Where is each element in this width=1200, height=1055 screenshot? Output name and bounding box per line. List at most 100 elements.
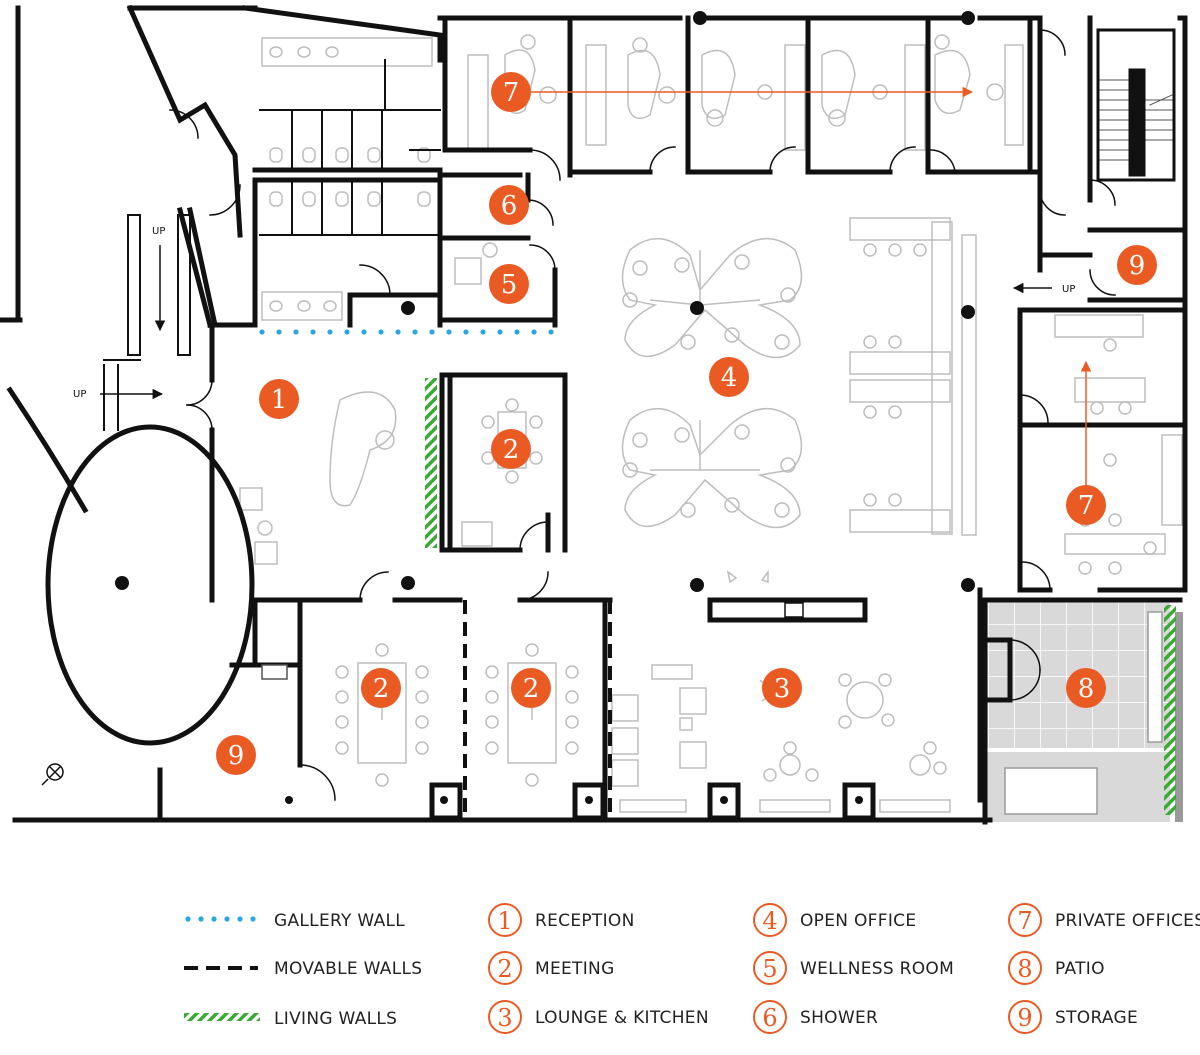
columns	[115, 11, 975, 804]
stair-up-left-top: UP	[152, 226, 165, 332]
badge-storage-right: 9	[1117, 245, 1157, 285]
legend: GALLERY WALL MOVABLE WALLS LIVING WALLS …	[184, 903, 1200, 1034]
legend-badge-circle	[488, 951, 522, 985]
badge-circle	[361, 668, 401, 708]
north-arrow-icon	[41, 763, 64, 786]
legend-room-5: 5 WELLNESS ROOM	[753, 951, 954, 985]
badge-wellness: 5	[489, 264, 529, 304]
badge-number: 2	[503, 435, 520, 465]
badge-circle	[1066, 668, 1106, 708]
walls	[0, 4, 1188, 825]
legend-movable-walls: MOVABLE WALLS	[184, 959, 422, 979]
badge-number: 7	[503, 78, 520, 108]
badge-number: 2	[373, 674, 390, 704]
badge-reception: 1	[259, 379, 299, 419]
badge-storage-left: 9	[216, 735, 256, 775]
svg-text:UP: UP	[1062, 284, 1075, 295]
legend-badge-circle	[488, 903, 522, 937]
badge-circle	[489, 185, 529, 225]
badge-circle	[1117, 245, 1157, 285]
badge-private-offices-right: 7	[1066, 485, 1106, 525]
legend-movable-label: MOVABLE WALLS	[274, 959, 422, 979]
badge-meeting-center: 2	[491, 429, 531, 469]
badge-shower: 6	[489, 185, 529, 225]
kitchen-counter	[261, 602, 804, 680]
badge-open-office: 4	[709, 357, 749, 397]
legend-badge-circle	[1008, 1000, 1042, 1034]
legend-room-label: PATIO	[1055, 959, 1105, 979]
legend-room-8: 8 PATIO	[1008, 951, 1105, 985]
stair-up-left-mid: UP	[73, 388, 164, 400]
legend-badge-number: 4	[762, 907, 777, 935]
badge-number: 1	[271, 385, 288, 415]
badge-number: 9	[228, 741, 245, 771]
legend-badge-number: 6	[762, 1004, 777, 1032]
legend-room-3: 3 LOUNGE & KITCHEN	[488, 1000, 709, 1034]
legend-badge-number: 3	[497, 1004, 512, 1032]
badge-meeting-right: 2	[511, 668, 551, 708]
legend-badge-circle	[1008, 903, 1042, 937]
badge-circle	[511, 668, 551, 708]
legend-gallery-wall: GALLERY WALL	[185, 911, 405, 931]
legend-room-label: WELLNESS ROOM	[800, 959, 954, 979]
legend-badge-circle	[488, 1000, 522, 1034]
oval-room	[45, 424, 255, 746]
badge-circle	[1066, 485, 1106, 525]
living-walls	[425, 378, 1176, 815]
stair-up-right: UP	[1012, 282, 1075, 295]
legend-badge-circle	[1008, 951, 1042, 985]
legend-gallery-label: GALLERY WALL	[274, 911, 405, 931]
legend-badge-number: 8	[1017, 955, 1032, 983]
legend-room-label: STORAGE	[1055, 1008, 1138, 1028]
office-arrows	[520, 86, 1092, 488]
legend-badge-circle	[753, 1000, 787, 1034]
movable-walls	[463, 600, 612, 820]
legend-room-label: LOUNGE & KITCHEN	[535, 1008, 709, 1028]
legend-room-6: 6 SHOWER	[753, 1000, 878, 1034]
legend-badge-number: 2	[497, 955, 512, 983]
legend-room-label: PRIVATE OFFICES	[1055, 911, 1200, 931]
legend-room-label: RECEPTION	[535, 911, 635, 931]
gallery-wall	[259, 329, 554, 335]
badge-number: 6	[501, 191, 518, 221]
badge-number: 9	[1129, 251, 1146, 281]
legend-room-9: 9 STORAGE	[1008, 1000, 1138, 1034]
badge-circle	[489, 264, 529, 304]
legend-badge-number: 1	[497, 907, 512, 935]
badge-circle	[491, 72, 531, 112]
badge-lounge: 3	[762, 668, 802, 708]
legend-room-label: SHOWER	[800, 1008, 878, 1028]
legend-living-walls: LIVING WALLS	[184, 1009, 397, 1029]
badge-number: 3	[774, 674, 791, 704]
legend-badge-circle	[753, 951, 787, 985]
badge-number: 2	[523, 674, 540, 704]
plan-badges: 1 2 2 2 3 4 5 6 7 7 8 9 9	[216, 72, 1157, 775]
badge-circle	[762, 668, 802, 708]
legend-rooms: 1 RECEPTION 2 MEETING 3 LOUNGE & KITCHEN 4 OPEN…	[488, 903, 1200, 1034]
legend-badge-number: 7	[1017, 907, 1032, 935]
badge-meeting-left: 2	[361, 668, 401, 708]
legend-room-1: 1 RECEPTION	[488, 903, 635, 937]
badge-number: 8	[1078, 674, 1095, 704]
svg-text:UP: UP	[73, 389, 86, 400]
legend-badge-circle	[753, 903, 787, 937]
badge-circle	[491, 429, 531, 469]
legend-living-label: LIVING WALLS	[274, 1009, 397, 1029]
legend-badge-number: 9	[1017, 1004, 1032, 1032]
badge-private-offices-top: 7	[491, 72, 531, 112]
badge-number: 4	[721, 363, 738, 393]
legend-room-4: 4 OPEN OFFICE	[753, 903, 916, 937]
legend-room-label: OPEN OFFICE	[800, 911, 916, 931]
svg-text:UP: UP	[152, 226, 165, 237]
legend-room-2: 2 MEETING	[488, 951, 615, 985]
badge-number: 5	[501, 270, 518, 300]
badge-circle	[216, 735, 256, 775]
legend-badge-number: 5	[762, 955, 777, 983]
legend-room-7: 7 PRIVATE OFFICES	[1008, 903, 1200, 937]
badge-circle	[709, 357, 749, 397]
badge-patio: 8	[1066, 668, 1106, 708]
badge-circle	[259, 379, 299, 419]
badge-number: 7	[1078, 491, 1095, 521]
legend-room-label: MEETING	[535, 959, 615, 979]
